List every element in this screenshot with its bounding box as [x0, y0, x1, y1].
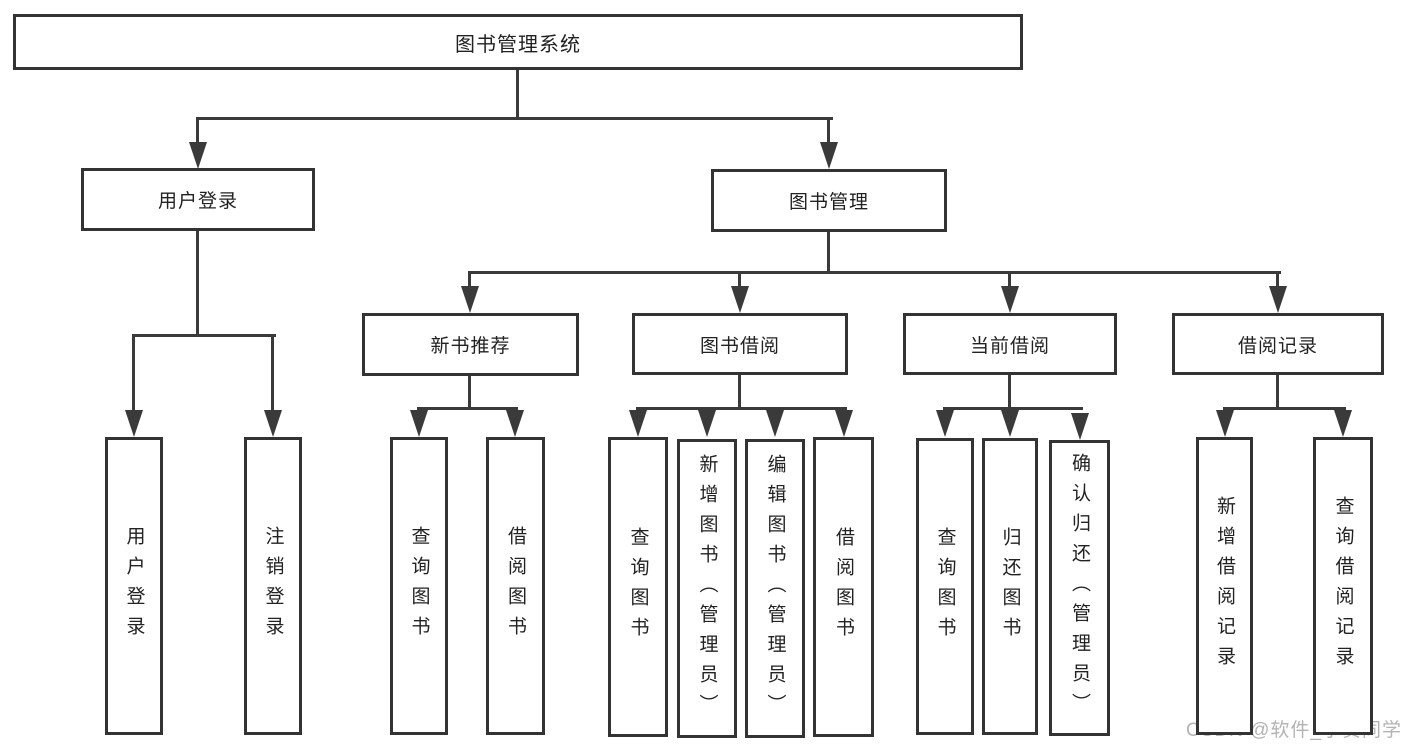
connector-line — [636, 407, 847, 410]
node-label: 图书管理 — [788, 192, 869, 213]
arrowhead-down-icon — [1071, 413, 1089, 440]
connector-line — [1008, 273, 1011, 288]
arrowhead-down-icon — [766, 410, 784, 437]
node-logout: 注销登录 — [244, 437, 302, 735]
node-label: 用户登录 — [157, 191, 238, 212]
node-label: 当前借阅 — [969, 335, 1050, 357]
node-query-book-rec: 查询图书 — [390, 437, 448, 735]
arrowhead-down-icon — [125, 410, 143, 437]
arrowhead-down-icon — [506, 410, 524, 437]
connector-line — [516, 69, 519, 119]
arrowhead-down-icon — [264, 410, 282, 437]
connector-line — [132, 334, 276, 337]
node-label: 借阅图书 — [833, 527, 854, 647]
arrowhead-down-icon — [1216, 410, 1234, 437]
arrowhead-down-icon — [1334, 410, 1352, 437]
node-add-borrow-record: 新增借阅记录 — [1196, 437, 1253, 735]
connector-line — [1008, 373, 1011, 410]
node-label: 用户登录 — [123, 526, 145, 646]
node-borrow-book-rec: 借阅图书 — [486, 437, 545, 735]
node-label: 新增图书（管理员） — [696, 453, 718, 724]
arrowhead-down-icon — [835, 410, 853, 437]
node-current-borrow: 当前借阅 — [903, 313, 1117, 375]
node-label: 图书管理系统 — [455, 33, 581, 56]
node-label: 编辑图书（管理员） — [764, 453, 786, 724]
connector-line — [468, 375, 471, 410]
node-confirm-return-admin: 确认归还（管理员） — [1049, 440, 1110, 736]
node-user-login: 用户登录 — [81, 168, 315, 231]
node-borrow-book-borrow: 借阅图书 — [813, 437, 874, 737]
node-edit-book-admin: 编辑图书（管理员） — [745, 439, 805, 738]
connector-line — [196, 119, 199, 145]
node-return-book: 归还图书 — [982, 438, 1038, 735]
connector-line — [1276, 273, 1279, 288]
connector-line — [417, 407, 518, 410]
arrowhead-down-icon — [189, 142, 207, 169]
node-label: 确认归还（管理员） — [1069, 453, 1090, 723]
arrowhead-down-icon — [820, 142, 838, 169]
connector-line — [132, 336, 135, 412]
node-new-book-rec: 新书推荐 — [362, 313, 579, 376]
connector-line — [1223, 407, 1346, 410]
node-query-book-current: 查询图书 — [916, 438, 974, 735]
node-root: 图书管理系统 — [13, 14, 1023, 70]
arrowhead-down-icon — [731, 286, 749, 313]
connector-line — [738, 374, 741, 410]
node-label: 查询图书 — [627, 527, 649, 647]
connector-line — [943, 407, 1083, 410]
connector-line — [468, 271, 1281, 274]
arrowhead-down-icon — [1001, 286, 1019, 313]
node-user-login-leaf: 用户登录 — [105, 437, 163, 735]
connector-line — [827, 119, 830, 145]
node-label: 归还图书 — [999, 526, 1021, 647]
node-label: 借阅图书 — [505, 526, 526, 646]
connector-line — [827, 232, 830, 273]
node-label: 图书借阅 — [699, 335, 780, 357]
node-book-borrow: 图书借阅 — [632, 313, 848, 375]
node-query-borrow-record: 查询借阅记录 — [1313, 437, 1373, 735]
arrowhead-down-icon — [1269, 286, 1287, 313]
node-label: 查询借阅记录 — [1332, 496, 1354, 676]
node-label: 注销登录 — [262, 526, 284, 646]
arrowhead-down-icon — [629, 410, 647, 437]
connector-line — [196, 117, 833, 120]
node-add-book-admin: 新增图书（管理员） — [677, 439, 737, 738]
node-label: 查询图书 — [408, 526, 430, 646]
connector-line — [468, 273, 471, 288]
node-book-mgmt: 图书管理 — [711, 169, 947, 232]
arrowhead-down-icon — [461, 286, 479, 313]
connector-line — [196, 231, 199, 336]
arrowhead-down-icon — [698, 410, 716, 437]
node-borrow-records: 借阅记录 — [1172, 313, 1384, 375]
node-label: 新增借阅记录 — [1214, 496, 1235, 676]
node-label: 借阅记录 — [1237, 335, 1318, 357]
node-label: 新书推荐 — [430, 336, 511, 357]
arrowhead-down-icon — [410, 410, 428, 437]
arrowhead-down-icon — [1001, 410, 1019, 437]
connector-line — [1276, 373, 1279, 410]
node-query-book-borrow: 查询图书 — [608, 437, 668, 737]
arrowhead-down-icon — [936, 410, 954, 437]
node-label: 查询图书 — [934, 526, 956, 647]
connector-line — [271, 336, 274, 412]
connector-line — [738, 273, 741, 288]
